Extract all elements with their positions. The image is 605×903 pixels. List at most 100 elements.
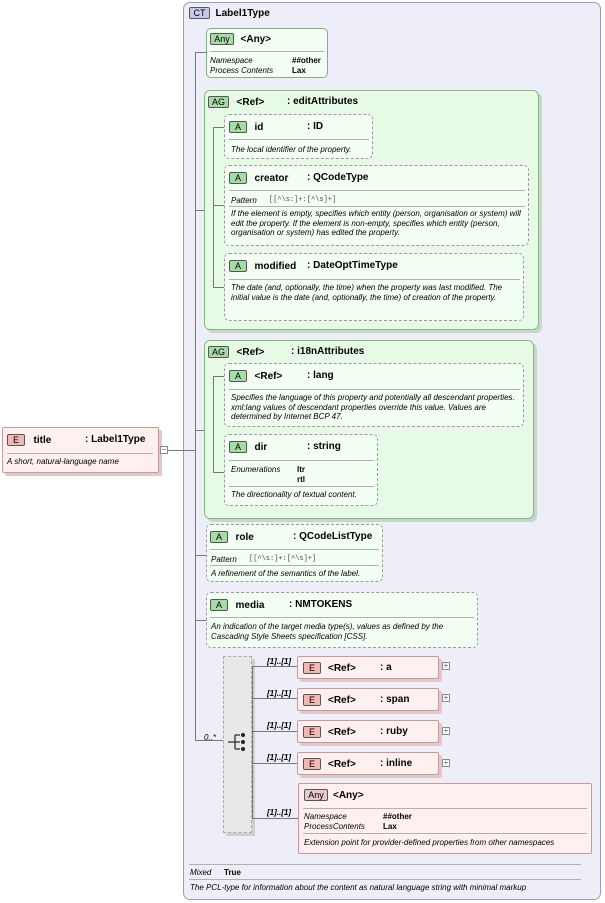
- connector: [252, 763, 297, 764]
- connector: [195, 620, 206, 621]
- role-attribute-type: : QCodeListType: [293, 531, 373, 542]
- child-cardinality: [1]..[1]: [267, 753, 291, 762]
- id-attribute-doc: The local identifier of the property.: [231, 145, 352, 154]
- media-attribute-type: : NMTOKENS: [289, 599, 353, 610]
- child-element-span[interactable]: E<Ref> : span: [297, 688, 439, 711]
- namespace-label: Namespace: [304, 812, 347, 821]
- any-element-name: <Any>: [333, 790, 364, 801]
- divider: [303, 808, 587, 809]
- expand-toggle[interactable]: +: [442, 661, 450, 670]
- choice-icon: [228, 733, 245, 751]
- media-attribute-doc: An indication of the target media type(s…: [211, 622, 444, 641]
- lang-attribute-ref: <Ref>: [254, 371, 283, 382]
- attribute-group-badge: AG: [208, 96, 229, 108]
- any-element-doc: Extension point for provider-defined pro…: [304, 838, 555, 847]
- group-ref: <Ref>: [236, 347, 265, 358]
- media-attribute[interactable]: A media : NMTOKENS An indication of the …: [206, 592, 478, 648]
- connector: [252, 666, 297, 667]
- child-cardinality: [1]..[1]: [267, 721, 291, 730]
- namespace-value: ##other: [383, 812, 412, 821]
- element-badge: E: [303, 726, 321, 738]
- complex-type-doc: The PCL-type for information about the c…: [190, 883, 527, 892]
- child-cardinality: [1]..[1]: [267, 657, 291, 666]
- connector: [195, 430, 204, 431]
- connector: [213, 376, 224, 377]
- group-ref: <Ref>: [236, 97, 265, 108]
- dir-attribute-type: : string: [307, 441, 341, 452]
- namespace-label: Namespace: [210, 56, 253, 65]
- divider: [303, 833, 587, 834]
- divider: [229, 139, 369, 140]
- id-attribute[interactable]: A id : ID The local identifier of the pr…: [224, 114, 373, 159]
- attribute-group-badge: AG: [208, 346, 229, 358]
- child-name: : span: [380, 694, 410, 705]
- connector: [213, 472, 224, 473]
- lang-attribute[interactable]: A <Ref> : lang Specifies the language of…: [224, 363, 524, 427]
- mixed-value: True: [224, 868, 241, 877]
- child-element-inline[interactable]: E <Ref> : inline: [297, 752, 439, 775]
- child-cardinality: [1]..[1]: [267, 689, 291, 698]
- divider: [229, 389, 520, 390]
- attribute-badge: A: [229, 370, 247, 382]
- attribute-badge: A: [229, 441, 247, 453]
- divider: [189, 879, 581, 880]
- process-contents-label: ProcessContents: [304, 822, 365, 831]
- title-element-doc: A short, natural-language name: [7, 457, 119, 466]
- divider: [229, 460, 374, 461]
- divider: [210, 549, 379, 550]
- process-contents-value: Lax: [383, 822, 397, 831]
- divider: [210, 51, 324, 52]
- namespace-value: ##other: [292, 56, 321, 65]
- child-cardinality: [1]..[1]: [267, 808, 291, 817]
- dir-attribute-doc: The directionality of textual content.: [231, 490, 357, 499]
- divider: [210, 565, 379, 566]
- attribute-badge: A: [229, 260, 247, 272]
- connector: [252, 731, 297, 732]
- connector: [160, 450, 196, 451]
- child-name: : inline: [380, 758, 413, 769]
- choice-compositor[interactable]: [223, 656, 252, 833]
- pattern-value: [[^\s:]+:[^\s]+]: [269, 196, 337, 204]
- attribute-badge: A: [210, 531, 228, 543]
- collapse-toggle[interactable]: −: [160, 445, 168, 454]
- enum-value: rtl: [297, 475, 305, 484]
- choice-cardinality: 0..*: [204, 733, 217, 742]
- child-ref: <Ref>: [328, 759, 356, 770]
- dir-attribute[interactable]: A dir : string Enumerations ltr rtl The …: [224, 434, 378, 506]
- any-badge: Any: [210, 33, 234, 45]
- element-badge: E: [7, 434, 25, 446]
- role-attribute-doc: A refinement of the semantics of the lab…: [211, 569, 361, 578]
- attribute-badge: A: [229, 172, 247, 184]
- any-attribute[interactable]: Any <Any> Namespace ##other Process Cont…: [206, 28, 328, 78]
- expand-toggle[interactable]: +: [442, 693, 450, 702]
- expand-toggle[interactable]: +: [442, 758, 450, 767]
- element-badge: E: [303, 758, 321, 770]
- child-element-a[interactable]: E<Ref> : a: [297, 656, 439, 679]
- child-ref: <Ref>: [328, 663, 356, 674]
- any-element[interactable]: Any<Any> Namespace ##other ProcessConten…: [298, 783, 592, 854]
- connector: [195, 555, 206, 556]
- lang-attribute-name: : lang: [307, 370, 334, 381]
- modified-attribute[interactable]: A modified : DateOptTimeType The date (a…: [224, 253, 524, 321]
- connector: [213, 205, 224, 206]
- title-element[interactable]: E title : Label1Type A short, natural-la…: [2, 427, 159, 473]
- child-element-ruby[interactable]: E<Ref> : ruby: [297, 720, 439, 743]
- expand-toggle[interactable]: +: [442, 726, 450, 735]
- dir-attribute-name: dir: [254, 442, 268, 453]
- id-attribute-type: : ID: [307, 121, 324, 132]
- child-ref: <Ref>: [328, 727, 356, 738]
- mixed-label: Mixed: [190, 868, 212, 877]
- divider: [189, 864, 581, 865]
- role-attribute-name: role: [235, 532, 254, 543]
- modified-attribute-type: : DateOptTimeType: [307, 260, 398, 271]
- attribute-badge: A: [229, 121, 247, 133]
- creator-attribute[interactable]: A creator : QCodeType Pattern [[^\s:]+:[…: [224, 165, 529, 246]
- enumerations-label: Enumerations: [231, 465, 281, 474]
- child-ref: <Ref>: [328, 695, 356, 706]
- role-attribute[interactable]: A role : QCodeListType Pattern [[^\s:]+:…: [206, 524, 383, 582]
- creator-attribute-type: : QCodeType: [307, 172, 369, 183]
- connector: [252, 698, 297, 699]
- media-attribute-name: media: [235, 600, 265, 611]
- divider: [229, 190, 525, 191]
- id-attribute-name: id: [254, 122, 264, 133]
